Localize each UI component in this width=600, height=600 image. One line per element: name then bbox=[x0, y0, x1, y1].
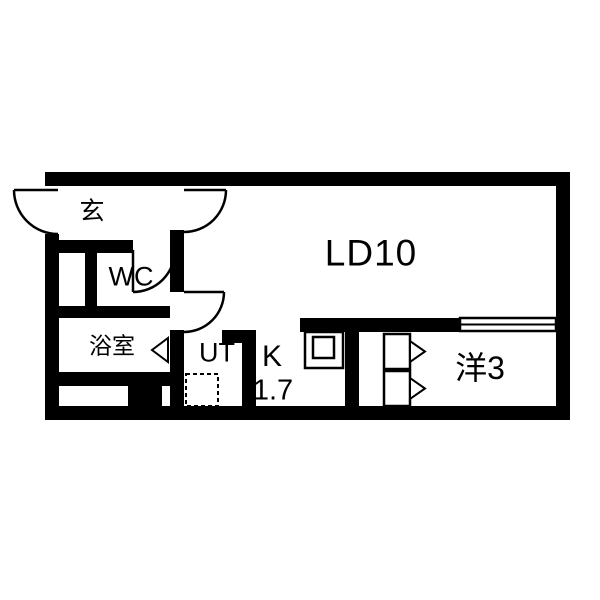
walls bbox=[45, 172, 570, 420]
doors bbox=[12, 188, 228, 334]
toilet-label: WC bbox=[108, 261, 154, 292]
living-dining-label: LD10 bbox=[324, 232, 418, 274]
utility-label: UT bbox=[199, 337, 235, 368]
washing-machine-pan-icon bbox=[185, 373, 219, 407]
wall-top bbox=[45, 172, 570, 186]
kitchen-area-label: 1.7 bbox=[252, 374, 294, 407]
wall-left-corner bbox=[45, 172, 59, 186]
closet-door-upper-arrow-icon bbox=[409, 339, 427, 364]
wall-bath-top bbox=[45, 306, 170, 318]
wall-right bbox=[556, 172, 570, 420]
closet-door-upper-icon bbox=[382, 332, 412, 371]
wall-closet-left bbox=[345, 318, 359, 420]
closet-door-lower-icon bbox=[382, 369, 412, 408]
wall-bath-bottom bbox=[45, 372, 184, 386]
wall-hall-upper bbox=[170, 230, 184, 292]
window-icon bbox=[458, 316, 558, 333]
pillar bbox=[128, 384, 162, 418]
ut-door-arc-icon bbox=[183, 291, 226, 334]
bath-label: 浴室 bbox=[89, 332, 135, 359]
wall-ld-bottom bbox=[300, 318, 460, 332]
living-door-arc-icon bbox=[183, 189, 228, 234]
wall-left-main bbox=[45, 234, 59, 420]
closet-doors bbox=[382, 332, 427, 408]
western-room-label: 洋3 bbox=[455, 350, 505, 386]
closet-door-lower-arrow-icon bbox=[409, 376, 427, 401]
kitchen-sink-icon bbox=[303, 330, 345, 370]
entrance-label: 玄 bbox=[79, 197, 105, 226]
wall-wc-left bbox=[85, 240, 97, 306]
kitchen-label: K bbox=[261, 340, 283, 373]
wall-bottom bbox=[45, 406, 570, 420]
wall-ut-right bbox=[242, 330, 256, 420]
wc-door-arc-icon bbox=[132, 249, 177, 294]
entrance-door-arc-icon bbox=[12, 189, 59, 236]
bath-door-icon bbox=[150, 336, 169, 364]
